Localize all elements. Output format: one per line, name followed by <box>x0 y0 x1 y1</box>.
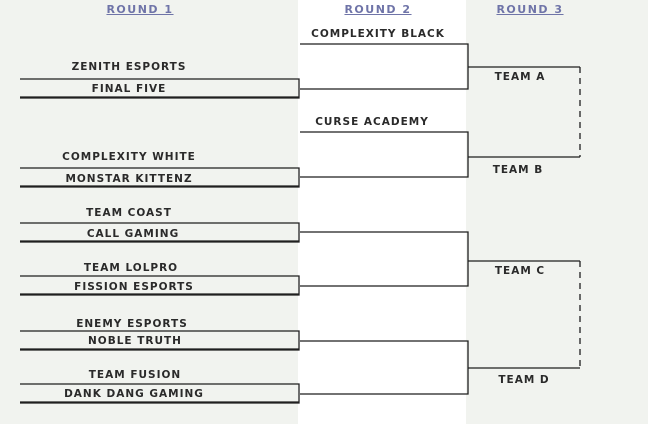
r1-match-2-lines <box>20 167 300 188</box>
round-1-header: ROUND 1 <box>106 3 174 16</box>
r3-team-d: TEAM D <box>498 374 550 386</box>
r1-team-2: FINAL FIVE <box>91 83 167 95</box>
r1-team-9: ENEMY ESPORTS <box>76 318 188 330</box>
r2-mid-connector <box>300 131 580 178</box>
r1-team-5: TEAM COAST <box>86 207 172 219</box>
round-3-column <box>466 0 648 424</box>
r3-team-c: TEAM C <box>494 265 546 277</box>
r2-lower-connector <box>300 231 580 287</box>
r1-team-1: ZENITH ESPORTS <box>71 61 187 73</box>
round-3-header: ROUND 3 <box>496 3 564 16</box>
r2-bottom-connector <box>300 340 580 395</box>
round-2-header: ROUND 2 <box>344 3 412 16</box>
r1-match-6-lines <box>20 383 300 404</box>
r1-team-4: MONSTAR KITTENZ <box>65 173 193 185</box>
r1-team-3: COMPLEXITY WHITE <box>62 151 196 163</box>
r1-match-3-lines <box>20 222 300 243</box>
r1-team-7: TEAM LOLPRO <box>83 262 179 274</box>
r1-team-10: NOBLE TRUTH <box>88 335 182 347</box>
r1-team-12: DANK DANG GAMING <box>64 388 204 400</box>
round-1-column <box>0 0 298 424</box>
r1-match-5-lines <box>20 330 300 351</box>
r1-team-6: CALL GAMING <box>86 228 180 240</box>
r3-team-a: TEAM A <box>494 71 546 83</box>
r1-team-11: TEAM FUSION <box>88 369 182 381</box>
r1-match-4-lines <box>20 275 300 296</box>
r2-upper-connector <box>300 43 580 90</box>
r3-team-b: TEAM B <box>492 164 544 176</box>
r2-team-2: CURSE ACADEMY <box>315 116 429 128</box>
round-2-column <box>298 0 466 424</box>
r2-team-1: COMPLEXITY BLACK <box>311 28 445 40</box>
r1-match-1-lines <box>20 78 300 99</box>
r1-team-8: FISSION ESPORTS <box>74 281 194 293</box>
